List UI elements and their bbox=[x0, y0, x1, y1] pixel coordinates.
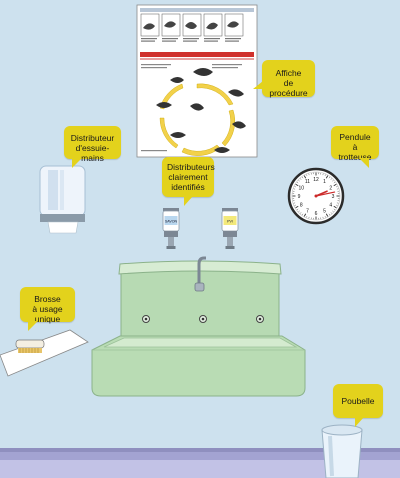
dispensers-callout: Distributeurs clairement identifiés bbox=[162, 157, 215, 206]
clock-tick bbox=[332, 180, 334, 182]
bin-callout: Poubelle bbox=[333, 384, 383, 427]
clock-number: 8 bbox=[300, 202, 303, 208]
clock-number: 9 bbox=[298, 194, 301, 200]
clock-tick bbox=[296, 208, 299, 210]
clock-tick bbox=[303, 175, 307, 179]
clock-tick bbox=[325, 213, 329, 217]
clock-tick bbox=[324, 174, 326, 176]
clock-tick bbox=[328, 176, 330, 179]
soap-label: SAVON bbox=[165, 220, 178, 224]
clock-tick bbox=[306, 216, 308, 218]
clock-number: 5 bbox=[323, 209, 326, 215]
clock-tick bbox=[300, 178, 302, 180]
clock-tick bbox=[294, 186, 296, 188]
clock-number: 3 bbox=[332, 194, 335, 200]
clock-tick bbox=[300, 212, 302, 214]
brush-icon bbox=[0, 329, 89, 377]
clock-tick bbox=[333, 208, 336, 210]
clock-tick bbox=[330, 212, 332, 214]
paper-towel-dispenser-icon bbox=[39, 165, 86, 234]
clock-tick bbox=[306, 174, 308, 176]
clock-tick bbox=[295, 183, 299, 187]
clock-tick bbox=[302, 176, 304, 179]
antiseptic-label: PVI bbox=[227, 220, 233, 224]
clock-number: 4 bbox=[329, 202, 332, 208]
clock-tick bbox=[298, 180, 300, 182]
poster-callout: Affiche de procédure bbox=[253, 60, 315, 98]
clock-minute-hand bbox=[315, 191, 336, 197]
clock-tick bbox=[328, 213, 330, 216]
clock-tick bbox=[336, 204, 338, 206]
clock-number: 2 bbox=[329, 185, 332, 191]
clock-tick bbox=[330, 178, 332, 180]
clock-number: 7 bbox=[306, 209, 309, 215]
faucet-icon bbox=[194, 256, 206, 292]
clock-number: 12 bbox=[313, 177, 319, 183]
procedure-poster-icon bbox=[136, 4, 258, 158]
clock-number: 10 bbox=[298, 185, 304, 191]
clock-tick bbox=[302, 213, 304, 216]
trash-bin-icon bbox=[321, 424, 363, 478]
soap-dispenser-icon bbox=[162, 208, 180, 249]
clock-tick bbox=[298, 210, 300, 212]
brush-callout: Brosse à usage unique bbox=[20, 287, 75, 331]
clock-tick bbox=[324, 216, 326, 218]
towel-dispenser-callout: Distributeur d'essuie-mains bbox=[64, 126, 121, 168]
clock-tick bbox=[332, 210, 334, 212]
antiseptic-dispenser-icon bbox=[221, 208, 239, 249]
clock-tick bbox=[295, 205, 299, 209]
clock-tick bbox=[336, 186, 338, 188]
clock-tick bbox=[333, 205, 337, 209]
clock-tick bbox=[294, 204, 296, 206]
clock-number: 6 bbox=[315, 211, 318, 217]
clock-tick bbox=[303, 213, 307, 217]
clock-callout: Pendule à trotteuse bbox=[331, 126, 379, 168]
clock-number: 1 bbox=[323, 179, 326, 185]
clock-number: 11 bbox=[305, 179, 310, 185]
clock-tick bbox=[325, 175, 329, 179]
clock-tick bbox=[333, 182, 336, 184]
clock-tick bbox=[333, 183, 337, 187]
sink-icon bbox=[91, 260, 306, 397]
clock-tick bbox=[296, 182, 299, 184]
floor bbox=[0, 448, 400, 478]
